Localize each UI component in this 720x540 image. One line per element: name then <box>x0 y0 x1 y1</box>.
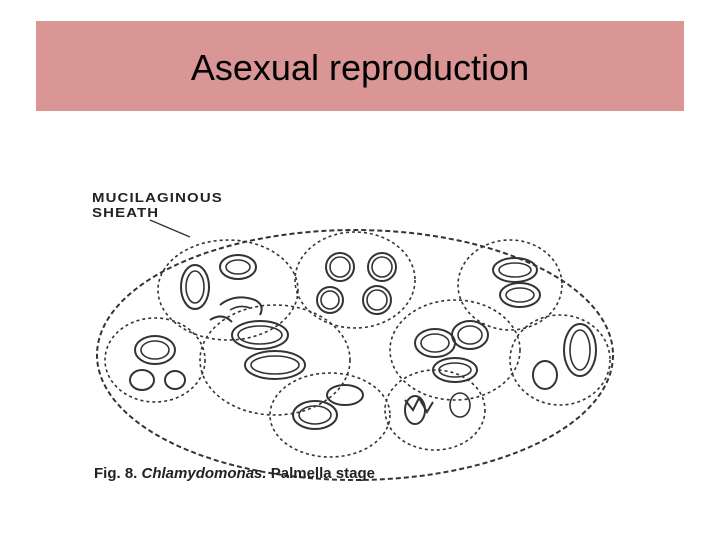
caption-prefix: Fig. 8. <box>94 465 138 482</box>
mucilaginous-sheath <box>96 229 614 481</box>
title-bar: Asexual reproduction <box>36 21 684 111</box>
label-pointer-line <box>149 219 191 238</box>
sheath-label-line2: SHEATH <box>92 205 160 220</box>
colony-top-right <box>457 239 563 331</box>
colony-center <box>199 304 351 416</box>
colony-center-right <box>389 299 521 401</box>
caption-suffix: Palmella stage <box>270 465 375 482</box>
colony-right <box>509 314 611 406</box>
palmella-figure: MUCILAGINOUS SHEATH Fig. 8. Chlamydomona… <box>80 175 620 495</box>
slide-title: Asexual reproduction <box>190 47 530 88</box>
colony-left <box>104 317 206 403</box>
figure-caption: Fig. 8. Chlamydomonas. Palmella stage <box>94 465 375 482</box>
colony-bottom-left <box>269 372 391 458</box>
colony-top-middle <box>294 231 416 329</box>
palmella-diagram <box>96 219 614 481</box>
sheath-label-line1: MUCILAGINOUS <box>92 190 223 205</box>
colony-top-left <box>157 239 299 341</box>
caption-genus: Chlamydomonas. <box>141 465 267 482</box>
colony-bottom-right <box>384 369 486 451</box>
